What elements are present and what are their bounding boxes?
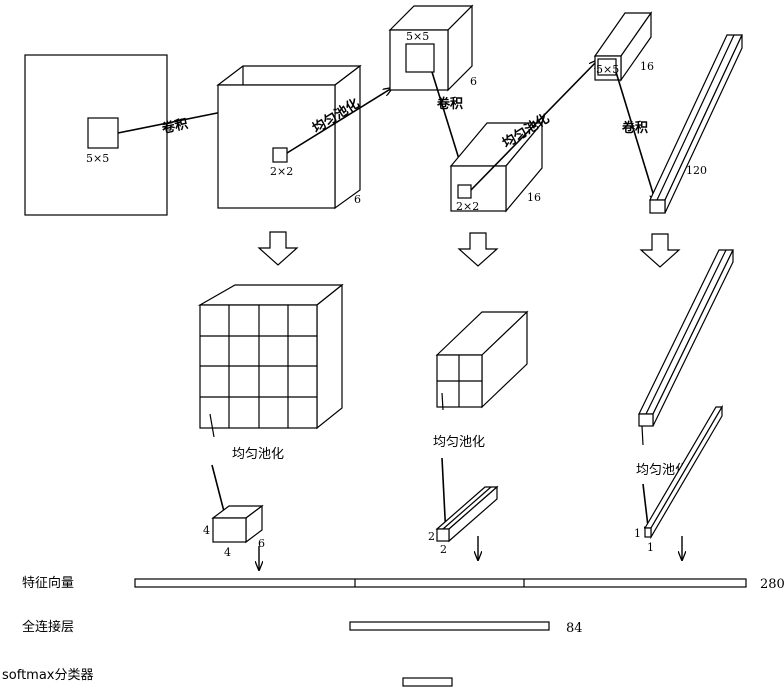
down-arrow-1 <box>259 232 297 265</box>
conv-arrow-3 <box>616 72 656 203</box>
conv2-depth-label: 16 <box>527 191 541 204</box>
pooling-grid-cube-middle <box>437 312 527 407</box>
conv1-window-label: 2×2 <box>270 165 293 178</box>
conv1-feature-box: 2×2 6 <box>218 66 361 208</box>
pooled-left-width: 4 <box>224 546 231 559</box>
pooled-middle-height: 2 <box>428 530 435 543</box>
conv-label-1: 卷积 <box>161 116 190 137</box>
pool1-kernel-label: 5×5 <box>406 30 429 43</box>
input-image: 5×5 <box>25 55 167 215</box>
conv1-depth-label: 6 <box>354 193 361 206</box>
pool2-kernel-label: 5×5 <box>596 63 619 76</box>
feature-vector-label: 特征向量 <box>22 575 74 591</box>
pooled-right-width: 1 <box>647 541 654 554</box>
pooled-cube-left: 4 4 6 <box>203 506 265 559</box>
pool1-depth-label: 6 <box>470 75 477 88</box>
pooled-bar-middle: 2 2 <box>428 487 497 556</box>
conv3-depth-label: 120 <box>686 164 707 177</box>
pooled-middle-width: 2 <box>440 543 447 556</box>
fc-layer-size: 84 <box>566 621 583 636</box>
pool2-feature-box: 5×5 16 <box>595 13 654 80</box>
feature-vector-size: 280 <box>760 577 784 592</box>
fc-layer-label: 全连接层 <box>22 619 74 635</box>
softmax-bar <box>403 678 452 686</box>
fc-layer-bar <box>350 622 549 630</box>
pool-label-3: 均匀池化 <box>232 447 284 462</box>
pool-label-4: 均匀池化 <box>433 435 485 450</box>
pooled-bar-right: 1 1 <box>634 407 722 554</box>
pooled-left-height: 4 <box>203 524 210 537</box>
conv-label-2: 卷积 <box>437 96 463 112</box>
down-arrow-2 <box>459 233 497 266</box>
pointer-line-3 <box>642 426 643 445</box>
pooling-grid-cube-left <box>200 285 342 428</box>
down-arrow-3 <box>641 234 679 267</box>
pooled-right-height: 1 <box>634 527 641 540</box>
conv-label-3: 卷积 <box>622 120 648 136</box>
input-kernel-label: 5×5 <box>86 152 109 165</box>
softmax-label: softmax分类器 <box>2 668 94 683</box>
pooling-bar-right <box>639 250 733 426</box>
pool2-depth-label: 16 <box>640 60 654 73</box>
input-kernel-window <box>88 118 118 148</box>
conv3-feature-bar: 120 <box>650 35 742 213</box>
conv2-window-label: 2×2 <box>456 200 479 213</box>
feature-vector-bar <box>135 579 746 587</box>
